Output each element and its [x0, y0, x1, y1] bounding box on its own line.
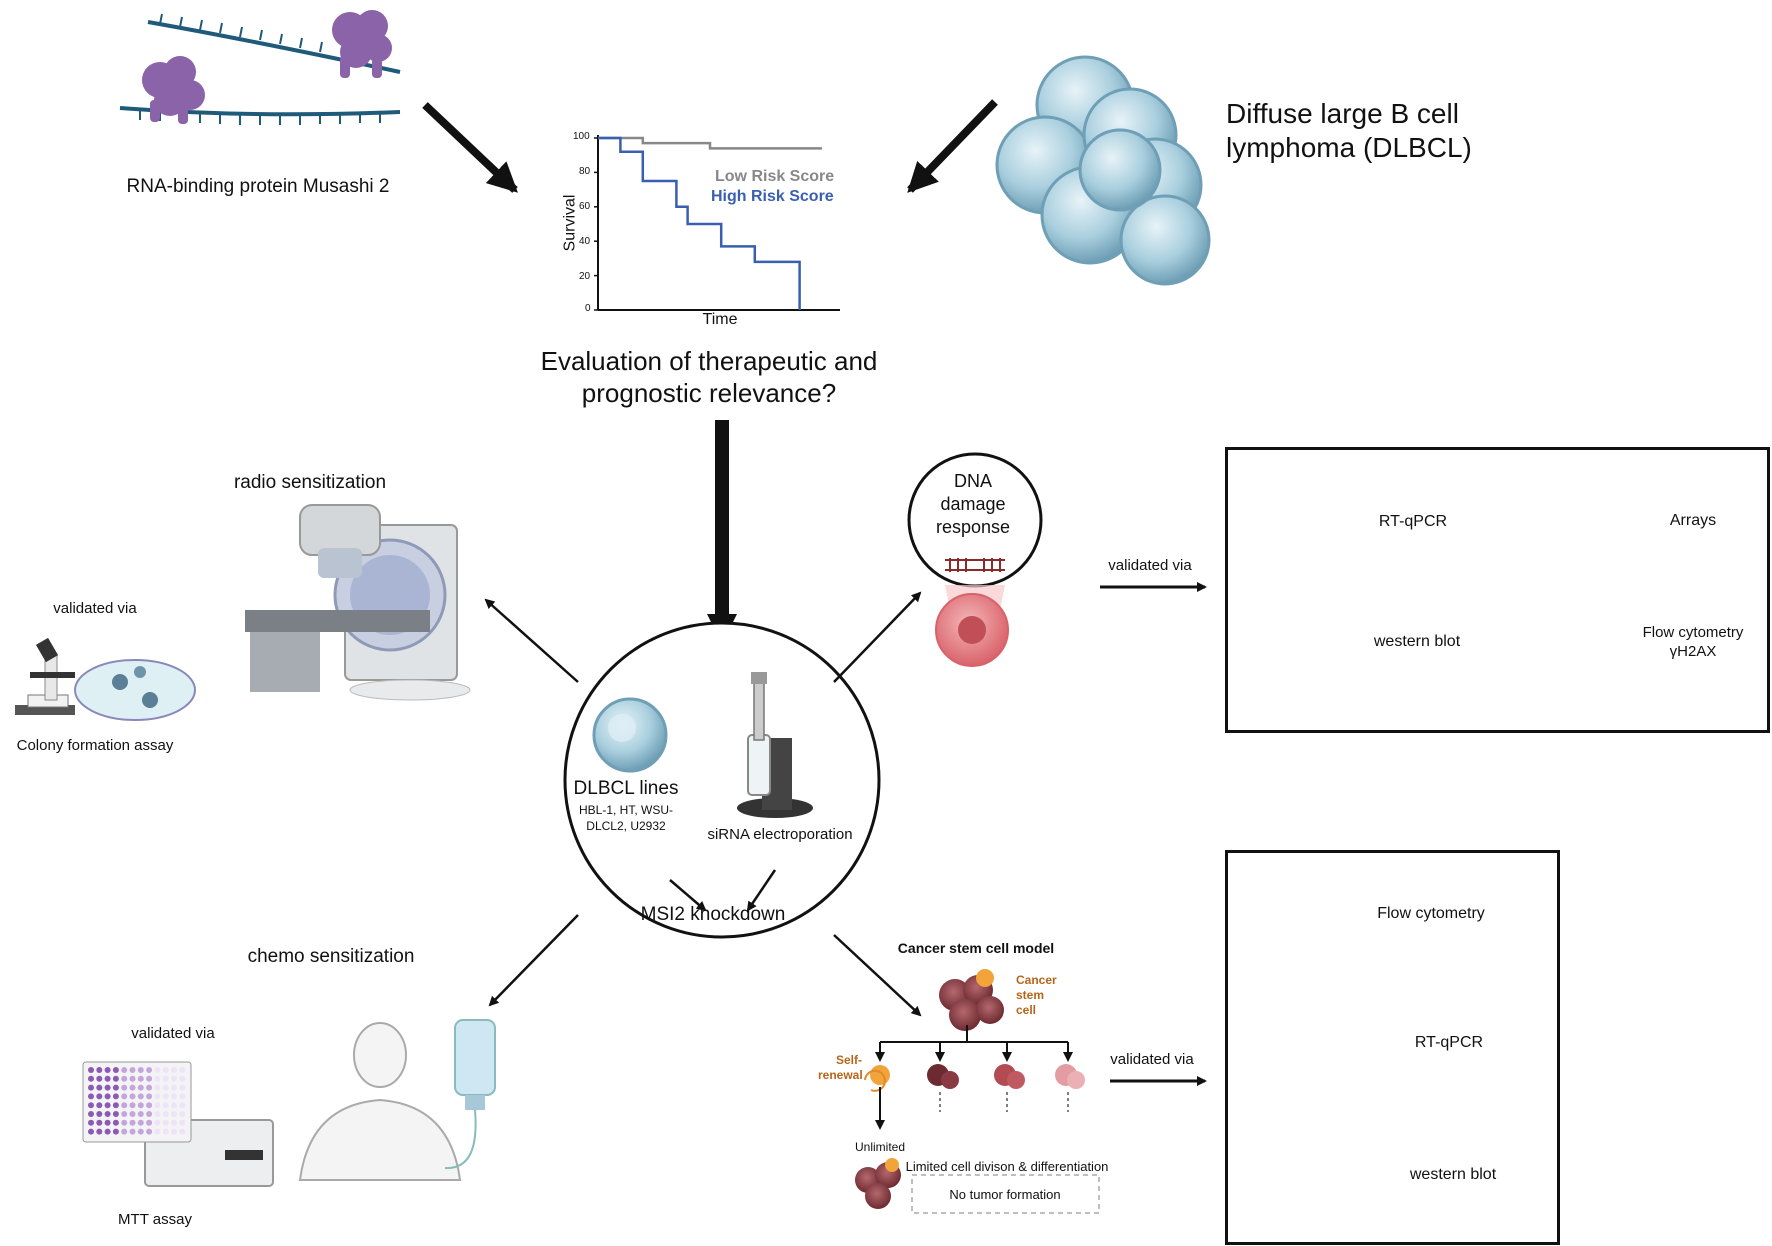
survival-plot: [594, 135, 840, 311]
stem-validated: validated via: [1110, 1051, 1194, 1068]
protein-label: RNA-binding protein Musashi 2: [126, 176, 390, 197]
box2-western: western blot: [1409, 1166, 1497, 1183]
broken-dna-icon: [945, 558, 1005, 572]
unlimited-tumor-icon: [855, 1158, 901, 1209]
patient-iv-illustration: [298, 1019, 496, 1181]
survival-xlabel: Time: [702, 311, 738, 328]
petri-dish-illustration: [74, 659, 196, 721]
ytick-80: 80: [579, 166, 591, 177]
box1-rtqpcr: RT-qPCR: [1378, 513, 1448, 530]
damaged-cell-icon: [935, 593, 1009, 667]
chemo-validated: validated via: [131, 1025, 215, 1042]
box1-flow-2: γH2AX: [1669, 643, 1717, 660]
ytick-60: 60: [579, 201, 591, 212]
legend-high-risk: High Risk Score: [711, 188, 834, 205]
electroporation-label: siRNA electroporation: [707, 826, 853, 843]
self-renewal-2: renewal: [818, 1068, 863, 1082]
ytick-40: 40: [579, 236, 591, 247]
dlbcl-line-cell-icon: [592, 697, 668, 773]
dna-label-1: DNA: [953, 471, 993, 491]
limited-label: Limited cell divison & differentiation: [905, 1159, 1109, 1174]
chemo-title: chemo sensitization: [247, 946, 415, 967]
csc-label-3: cell: [1016, 1003, 1037, 1017]
arrow-to-dna: [833, 591, 922, 683]
validation-box-dna: [1225, 447, 1770, 733]
lymphoma-label-line1: Diffuse large B cell: [1226, 98, 1459, 129]
arrow-protein-to-plot: [422, 102, 518, 193]
arrow-lines-to-knockdown: [669, 879, 707, 912]
box1-western: western blot: [1373, 633, 1461, 650]
survival-line-high: [598, 136, 801, 310]
radio-validated: validated via: [53, 600, 137, 617]
legend-low-risk: Low Risk Score: [715, 168, 835, 185]
survival-line-low: [598, 136, 822, 150]
microscope-illustration: [15, 637, 75, 715]
arrow-cells-to-plot: [907, 99, 998, 193]
lymphoma-label-line2: lymphoma (DLBCL): [1226, 132, 1472, 163]
arrow-to-stem: [833, 934, 922, 1017]
box1-arrays: Arrays: [1669, 512, 1717, 529]
csc-label-1: Cancer: [1016, 973, 1057, 987]
radiotherapy-machine-illustration: [245, 504, 471, 701]
dlbcl-lines-list-2: DLCL2, U2932: [586, 819, 666, 833]
stem-cell-tree: [855, 969, 1100, 1214]
radio-title: radio sensitization: [233, 472, 387, 493]
ytick-20: 20: [579, 271, 591, 282]
box1-flow-1: Flow cytometry: [1642, 624, 1744, 641]
electroporator-icon: [737, 672, 813, 818]
csc-label-2: stem: [1016, 988, 1045, 1002]
ytick-0: 0: [585, 303, 591, 314]
stem-title: Cancer stem cell model: [897, 940, 1055, 956]
arrow-to-radio: [484, 598, 579, 683]
dna-label-2: damage: [940, 494, 1006, 514]
box2-flow: Flow cytometry: [1377, 905, 1485, 922]
question-line1: Evaluation of therapeutic and: [540, 346, 878, 376]
dlbcl-lines-list-1: HBL-1, HT, WSU-: [578, 803, 674, 817]
ytick-100: 100: [573, 131, 590, 142]
dna-label-3: response: [935, 517, 1011, 537]
mtt-assay-label: MTT assay: [118, 1211, 192, 1228]
no-tumor-label: No tumor formation: [949, 1187, 1061, 1202]
knockdown-label: MSI2 knockdown: [640, 904, 786, 925]
question-line2: prognostic relevance?: [581, 378, 837, 408]
rna-protein-illustration: [119, 10, 401, 125]
dna-validated: validated via: [1108, 557, 1192, 574]
unlimited-label: Unlimited: [854, 1140, 906, 1154]
validation-box-stem: [1225, 850, 1560, 1245]
tumor-cluster-icon: [939, 969, 1004, 1031]
survival-ylabel: Survival: [561, 194, 579, 252]
dlbcl-cells-illustration: [995, 55, 1211, 286]
mtt-plate-reader-illustration: [82, 1061, 274, 1187]
arrow-to-chemo: [488, 914, 579, 1007]
colony-assay-label: Colony formation assay: [16, 737, 174, 754]
box2-rtqpcr: RT-qPCR: [1414, 1034, 1484, 1051]
self-renewal-1: Self-: [836, 1053, 863, 1067]
dlbcl-lines-title: DLBCL lines: [573, 778, 679, 799]
arrow-electro-to-knockdown: [746, 869, 777, 912]
